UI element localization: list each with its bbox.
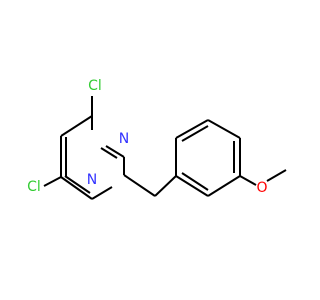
atom-oxygen: O	[256, 180, 267, 196]
bond	[181, 172, 209, 191]
structure-diagram: Cl Cl N N O	[27, 78, 287, 200]
bond	[100, 147, 118, 159]
atom-nitrogen-upper: N	[119, 131, 129, 147]
bond	[266, 169, 287, 182]
bond	[105, 145, 125, 158]
bond	[207, 119, 241, 139]
bond	[175, 119, 209, 139]
molecule-canvas: Cl Cl N N O	[27, 78, 287, 200]
atom-chlorine-bottom: Cl	[27, 179, 41, 195]
bond	[181, 125, 209, 142]
atom-chlorine-top: Cl	[88, 78, 102, 94]
bond	[239, 175, 257, 186]
atom-nitrogen-lower: N	[87, 172, 97, 188]
bond	[91, 186, 113, 200]
bond	[207, 175, 241, 197]
bond	[60, 176, 93, 200]
bond	[64, 175, 91, 194]
bond	[154, 175, 177, 197]
bond	[123, 174, 156, 197]
bond	[43, 176, 62, 187]
bond	[60, 115, 93, 137]
bond	[175, 175, 209, 197]
